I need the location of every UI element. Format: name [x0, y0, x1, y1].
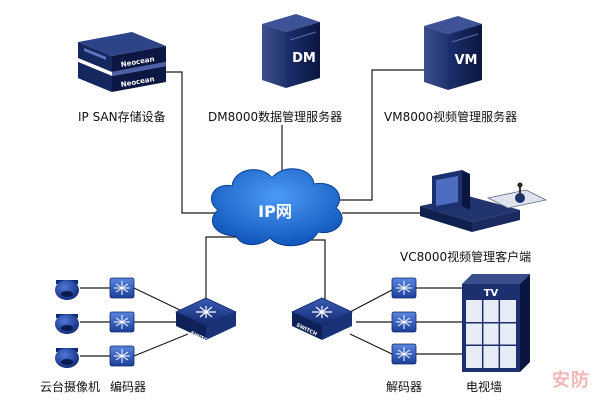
label-vc-client: VC8000视频管理客户端 — [400, 250, 532, 264]
dm-server-icon: DM — [262, 14, 320, 88]
ptz-camera-icon-2 — [55, 314, 79, 334]
label-ipsan: IP SAN存储设备 — [78, 110, 166, 124]
label-dm-server: DM8000数据管理服务器 — [208, 110, 343, 124]
encoder-icon-2 — [109, 311, 135, 333]
decoder-icon-3 — [391, 343, 417, 365]
dm-server-text: DM — [292, 51, 316, 66]
encoder-icon-3 — [109, 345, 135, 367]
tv-wall-icon: TV — [462, 274, 530, 372]
link-cloud-switch-left — [205, 236, 255, 305]
decoder-icon-2 — [391, 311, 417, 333]
switch-left-icon: SWITCH — [175, 297, 237, 346]
link-ipsan-cloud — [160, 71, 218, 214]
link-switch-dec3 — [349, 333, 393, 355]
link-vm-cloud — [340, 69, 436, 201]
label-vm-server: VM8000视频管理服务器 — [384, 110, 518, 124]
link-cloud-switch-right — [300, 239, 326, 300]
vm-server-icon: VM — [424, 16, 482, 90]
ptz-camera-icon-1 — [55, 280, 79, 300]
ip-network-cloud-icon: IP网 — [211, 168, 343, 247]
decoder-icon-1 — [391, 277, 417, 299]
vc-workstation-icon — [420, 170, 548, 232]
ipsan-storage-icon: Neocean Neocean — [78, 32, 166, 92]
link-enc3-switch — [133, 333, 189, 357]
ptz-camera-icon-3 — [55, 348, 79, 368]
label-cameras: 云台摄像机 — [40, 380, 101, 394]
label-encoders: 编码器 — [110, 380, 147, 394]
vm-server-text: VM — [455, 53, 478, 68]
watermark: 安防 — [552, 370, 590, 391]
link-switch-dec1 — [349, 289, 393, 313]
cloud-label: IP网 — [258, 202, 292, 221]
label-tv-wall: 电视墙 — [466, 380, 503, 394]
tv-wall-text: TV — [484, 288, 499, 299]
switch-right-icon: SWITCH — [291, 297, 353, 340]
link-enc1-switch — [133, 287, 185, 313]
encoder-icon-1 — [109, 277, 135, 299]
label-decoders: 解码器 — [386, 380, 423, 394]
